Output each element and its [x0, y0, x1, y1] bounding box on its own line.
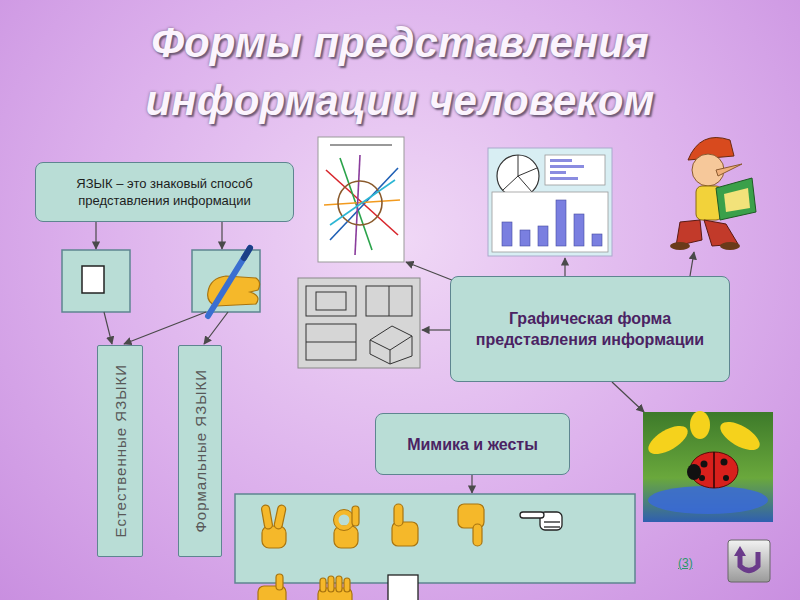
return-button — [728, 540, 770, 582]
vertical-box: Естественные ЯЗЫКИ — [97, 345, 143, 557]
definition-box: ЯЗЫК – это знаковый способ представления… — [35, 162, 294, 222]
process-box: Мимика и жесты — [375, 413, 570, 475]
writing-hand-box — [192, 248, 260, 316]
symbol-box — [62, 250, 130, 312]
process-box: Графическая форма представления информац… — [450, 276, 730, 382]
metro-map-picture — [318, 137, 404, 262]
cut-off-symbols — [258, 574, 418, 600]
node-text: ЯЗЫК – это знаковый способ представления… — [36, 169, 293, 215]
charts-picture — [488, 148, 612, 256]
pinocchio-picture — [670, 138, 756, 251]
node-text: Естественные ЯЗЫКИ — [112, 364, 129, 537]
gestures-panel — [235, 494, 635, 583]
node-text: Формальные ЯЗЫКИ — [192, 369, 209, 533]
link-label: (3) — [678, 556, 693, 570]
node-text: Графическая форма представления информац… — [451, 300, 729, 358]
node-text: Мимика и жесты — [393, 426, 552, 463]
vertical-box: Формальные ЯЗЫКИ — [178, 345, 222, 557]
technical-drawing-picture — [298, 278, 420, 368]
ladybug-photo — [643, 411, 773, 522]
slide-title: Формы представления информации человеком — [100, 14, 700, 130]
